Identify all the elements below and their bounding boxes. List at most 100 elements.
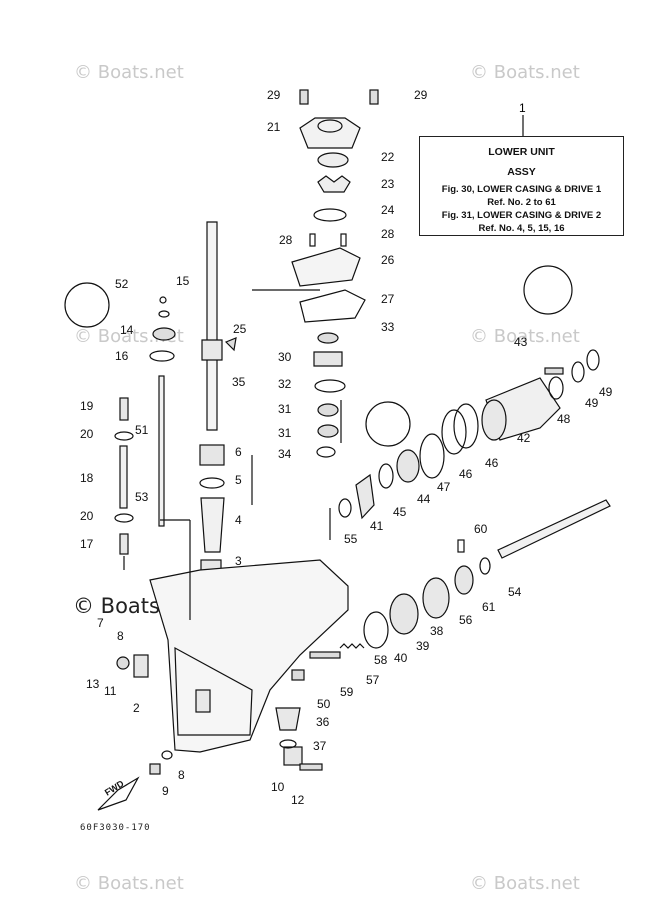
casing-window bbox=[195, 689, 211, 713]
callout-57: 57 bbox=[366, 673, 380, 687]
woodruff-key bbox=[224, 337, 237, 352]
callout-18: 18 bbox=[80, 471, 94, 485]
callout-44: 44 bbox=[417, 492, 431, 506]
callout-42: 42 bbox=[517, 431, 531, 445]
oil-seal-33 bbox=[317, 332, 339, 344]
callout-10: 10 bbox=[271, 780, 285, 794]
inset-circle-center bbox=[365, 401, 411, 447]
callout-52: 52 bbox=[115, 277, 129, 291]
callout-27: 27 bbox=[381, 292, 395, 306]
callout-55: 55 bbox=[344, 532, 358, 546]
callout-49: 49 bbox=[585, 396, 599, 410]
bolt-29-right bbox=[369, 89, 379, 105]
outer-plate-cartridge bbox=[291, 247, 361, 287]
callout-46: 46 bbox=[485, 456, 499, 470]
callout-59: 59 bbox=[340, 685, 354, 699]
propeller-shaft bbox=[497, 499, 611, 559]
callout-2: 2 bbox=[133, 701, 140, 715]
o-ring-16 bbox=[149, 350, 175, 362]
callout-29: 29 bbox=[267, 88, 281, 102]
callout-54: 54 bbox=[508, 585, 522, 599]
inset-circle-left bbox=[64, 282, 110, 328]
callout-20: 20 bbox=[80, 427, 94, 441]
callout-37: 37 bbox=[313, 739, 327, 753]
drive-shaft bbox=[206, 221, 218, 431]
washer-45 bbox=[378, 463, 394, 489]
clip-55 bbox=[338, 498, 352, 518]
callout-34: 34 bbox=[278, 447, 292, 461]
oil-seal-31-bottom bbox=[317, 424, 339, 438]
callout-28: 28 bbox=[279, 233, 293, 247]
callout-56: 56 bbox=[459, 613, 473, 627]
assembly-reference-box: LOWER UNIT ASSY Fig. 30, LOWER CASING & … bbox=[419, 136, 624, 236]
watermark-bottom-right: © Boats.net bbox=[470, 873, 580, 894]
bolt-17 bbox=[119, 533, 129, 555]
bearing-48 bbox=[548, 376, 564, 400]
callout-26: 26 bbox=[381, 253, 395, 267]
bearing-44 bbox=[396, 449, 420, 483]
assy-subtitle: ASSY bbox=[507, 166, 536, 178]
callout-3: 3 bbox=[235, 554, 242, 568]
callout-19: 19 bbox=[80, 399, 94, 413]
screw-9 bbox=[149, 763, 161, 775]
callout-7: 7 bbox=[97, 616, 104, 630]
bolt-29-left bbox=[299, 89, 309, 105]
impeller bbox=[317, 175, 351, 193]
shim-47 bbox=[419, 433, 445, 479]
bearing-39 bbox=[389, 593, 419, 635]
spring-61 bbox=[479, 557, 491, 575]
inset-circle-right bbox=[523, 265, 573, 315]
gasket-8 bbox=[161, 750, 173, 760]
callout-16: 16 bbox=[115, 349, 129, 363]
watermark-bottom-left: © Boats.net bbox=[74, 873, 184, 894]
callout-29: 29 bbox=[414, 88, 428, 102]
callout-22: 22 bbox=[381, 150, 395, 164]
pinion-gear bbox=[275, 707, 301, 731]
callout-36: 36 bbox=[316, 715, 330, 729]
pin-60 bbox=[457, 539, 465, 553]
watermark-top-left: © Boats.net bbox=[74, 62, 184, 83]
callout-49: 49 bbox=[599, 385, 613, 399]
callout-23: 23 bbox=[381, 177, 395, 191]
callout-11: 11 bbox=[104, 684, 117, 698]
shim-40 bbox=[363, 611, 389, 649]
callout-32: 32 bbox=[278, 377, 292, 391]
callout-24: 24 bbox=[381, 203, 395, 217]
drive-shaft-collar bbox=[201, 339, 223, 361]
gasket-24 bbox=[313, 208, 347, 222]
o-ring-32 bbox=[314, 379, 346, 393]
dog-clutch bbox=[454, 565, 474, 595]
callout-38: 38 bbox=[430, 624, 444, 638]
callout-41: 41 bbox=[370, 519, 384, 533]
seal-14 bbox=[152, 327, 176, 341]
callout-5: 5 bbox=[235, 473, 242, 487]
callout-31: 31 bbox=[278, 426, 292, 440]
gasket-27 bbox=[299, 289, 366, 323]
callout-8: 8 bbox=[178, 768, 185, 782]
callout-35: 35 bbox=[232, 375, 246, 389]
callout-25: 25 bbox=[233, 322, 247, 336]
callout-20: 20 bbox=[80, 509, 94, 523]
clip-20-bottom bbox=[114, 513, 134, 523]
plate-11 bbox=[133, 654, 149, 678]
assy-fig-31: Fig. 31, LOWER CASING & DRIVE 2 bbox=[441, 210, 602, 221]
callout-8: 8 bbox=[117, 629, 124, 643]
callout-61: 61 bbox=[482, 600, 496, 614]
housing-top bbox=[317, 119, 343, 133]
callout-28: 28 bbox=[381, 227, 395, 241]
sleeve-4 bbox=[200, 497, 225, 553]
callout-4: 4 bbox=[235, 513, 242, 527]
diagram-code: 60F3030-170 bbox=[80, 823, 151, 833]
dowel-pin-right bbox=[340, 233, 347, 247]
callout-39: 39 bbox=[416, 639, 430, 653]
rod-18 bbox=[119, 445, 128, 509]
dowel-pin-left bbox=[309, 233, 316, 247]
callout-51: 51 bbox=[135, 423, 149, 437]
callout-46: 46 bbox=[459, 467, 473, 481]
assy-title: LOWER UNIT bbox=[488, 146, 555, 158]
washer-15 bbox=[158, 310, 170, 318]
spring-58 bbox=[339, 643, 365, 649]
bolt-43 bbox=[544, 367, 564, 375]
